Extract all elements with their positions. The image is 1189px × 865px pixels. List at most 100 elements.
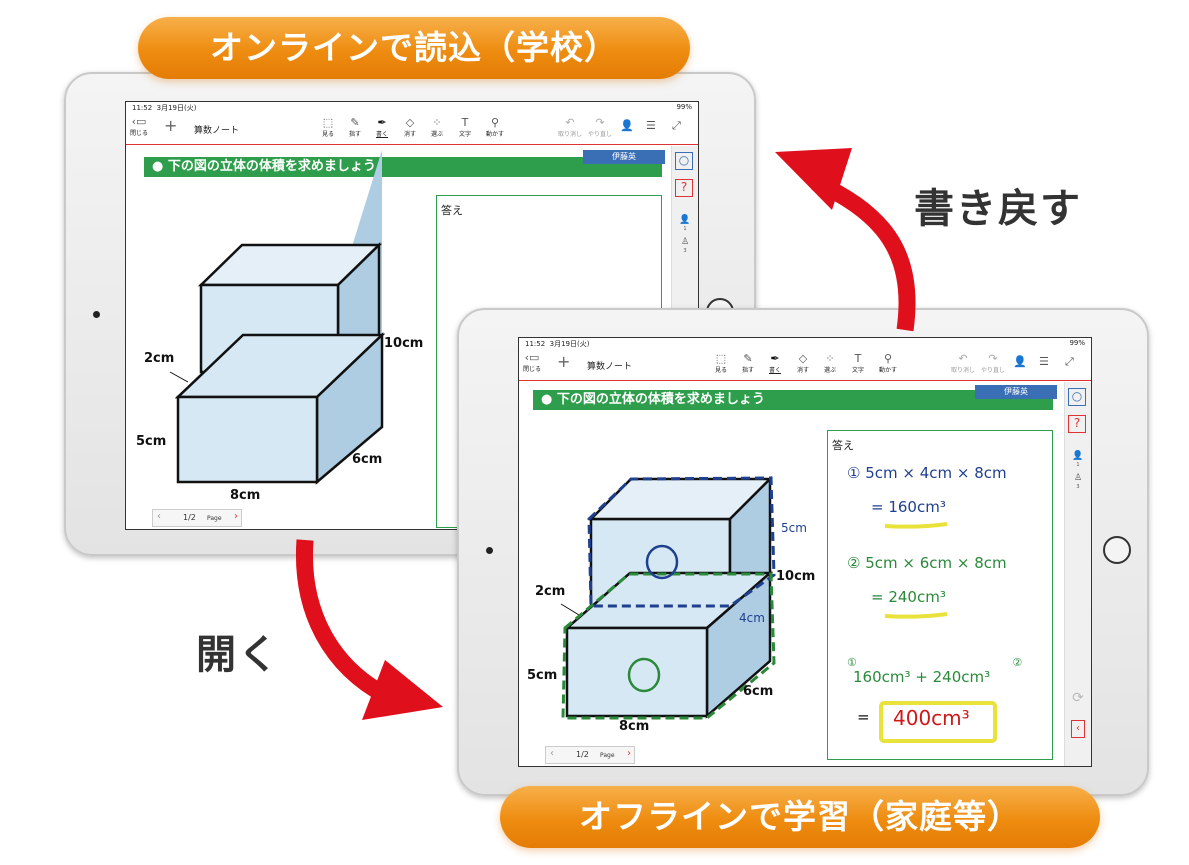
folder-icon: ‹▭ — [131, 115, 147, 128]
question-button[interactable]: ? — [675, 179, 693, 197]
redo-icon: ↷ — [595, 116, 605, 129]
dim-2cm: 2cm — [144, 351, 175, 366]
student-name-tag[interactable]: 伊藤英 — [975, 385, 1057, 399]
redo-icon: ↷ — [988, 352, 998, 365]
close-button[interactable]: ‹▭閉じる — [523, 352, 541, 374]
undo-button[interactable]: ↶ 取り消し — [951, 352, 976, 375]
screen-offline: 11:52 3月19日(火) 99% ‹▭閉じる + 算数ノート ⬚見る ✎指す… — [518, 337, 1092, 767]
open-arrow — [295, 539, 399, 708]
view-icon: ⬚ — [715, 352, 727, 365]
next-page-icon[interactable]: › — [234, 511, 238, 522]
expand-button[interactable]: ⤢ — [672, 120, 681, 132]
status-date: 3月19日(火) — [549, 340, 590, 348]
tool-move[interactable]: ⚲動かす — [486, 117, 505, 139]
tool-view[interactable]: ⬚見る — [715, 352, 727, 375]
page-label: Page — [600, 752, 615, 759]
expand-icon: ⤢ — [1065, 355, 1074, 368]
add-button[interactable]: + — [557, 352, 571, 371]
tool-write[interactable]: ✒書く — [376, 117, 389, 139]
dim-2cm: 2cm — [535, 584, 566, 599]
tool-label: 動かす — [486, 131, 505, 138]
question-button[interactable]: ? — [1068, 415, 1086, 433]
online-label: オンラインで読込（学校） — [138, 17, 690, 79]
menu-button[interactable]: ☰ — [1039, 356, 1049, 368]
count-label: 1 — [1076, 462, 1080, 468]
count-label: 1 — [683, 226, 687, 232]
hand-sum: 160cm³ + 240cm³ — [853, 668, 991, 686]
person-outline-icon: ♙ — [680, 237, 690, 247]
note-title: 算数ノート — [587, 362, 633, 372]
redo-button[interactable]: ↷やり直し — [588, 116, 612, 139]
tool-label: 書く — [376, 131, 389, 138]
pointer-icon: ✎ — [350, 116, 360, 129]
battery-level: 99% — [676, 103, 692, 111]
page-navigator[interactable]: ‹ 1/2 Page › — [152, 509, 242, 527]
tool-view[interactable]: ⬚見る — [322, 117, 335, 139]
tool-label: 動かす — [879, 367, 898, 374]
tool-label: 指す — [349, 131, 362, 138]
home-button[interactable] — [1103, 536, 1131, 564]
select-icon: ⁘ — [432, 116, 442, 129]
undo-label: 取り消し — [951, 367, 976, 374]
tool-point[interactable]: ✎ 指す — [349, 116, 362, 139]
tool-select[interactable]: ⁘選ぶ — [824, 353, 836, 375]
tool-move[interactable]: ⚲動かす — [879, 353, 898, 375]
offline-label: オフラインで学習（家庭等） — [500, 786, 1100, 848]
tool-label: 見る — [322, 131, 335, 138]
text-icon: T — [854, 352, 862, 365]
circle-button[interactable]: ○ — [675, 152, 693, 170]
status-date: 3月19日(火) — [156, 104, 197, 112]
dim-8cm: 8cm — [230, 488, 261, 503]
note-title: 算数ノート — [194, 126, 240, 136]
redo-button[interactable]: ↷ やり直し — [981, 352, 1006, 375]
circle-button[interactable]: ○ — [1068, 388, 1086, 406]
hand-line1: ① 5cm × 4cm × 8cm — [847, 464, 1007, 482]
hand-line2: ② 5cm × 6cm × 8cm — [847, 554, 1007, 572]
solid-figure — [560, 475, 997, 743]
tool-point[interactable]: ✎指す — [742, 352, 754, 375]
undo-button[interactable]: ↶取り消し — [558, 116, 582, 139]
users-button[interactable]: 👤 — [1013, 356, 1027, 368]
tool-select[interactable]: ⁘選ぶ — [431, 116, 443, 139]
page-number: 1/2 — [576, 750, 589, 759]
page-number: 1/2 — [183, 513, 196, 522]
student-name-tag[interactable]: 伊藤英 — [583, 150, 665, 164]
next-page-icon[interactable]: › — [627, 748, 631, 759]
page-navigator[interactable]: ‹ 1/2 Page › — [545, 746, 635, 764]
undo-icon: ↶ — [958, 352, 968, 365]
tool-erase[interactable]: ◇消す — [797, 353, 809, 375]
hand-line1-result: = 160cm³ — [871, 498, 946, 516]
worksheet-title: ● 下の図の立体の体積を求めましょう — [144, 157, 662, 177]
close-label: 閉じる — [130, 130, 149, 137]
count-label: 3 — [1076, 484, 1080, 490]
tool-erase[interactable]: ◇消す — [404, 117, 416, 139]
side-panel: ○ ? 👤1 ♙3 ⟳ ‹ — [1064, 382, 1091, 766]
redo-label: やり直し — [981, 367, 1006, 374]
status-time: 11:52 — [525, 340, 546, 348]
person-count: 👤1 — [1065, 452, 1091, 470]
undo-icon: ↶ — [565, 116, 575, 129]
menu-button[interactable]: ☰ — [646, 120, 656, 132]
pointer-icon: ✎ — [743, 352, 753, 365]
tool-write[interactable]: ✒書く — [769, 353, 782, 375]
write-back-arrowhead — [775, 148, 852, 210]
title-text: 下の図の立体の体積を求めましょう — [167, 159, 376, 174]
close-button[interactable]: ‹▭ 閉じる — [130, 115, 149, 138]
users-icon: 👤 — [620, 119, 634, 132]
write-back-label: 書き戻す — [914, 186, 1082, 232]
sync-icon[interactable]: ⟳ — [1072, 690, 1084, 706]
expand-button[interactable]: ⤢ — [1065, 356, 1074, 368]
tool-label: 書く — [769, 367, 782, 374]
prev-page-icon[interactable]: ‹ — [157, 511, 161, 522]
prev-page-icon[interactable]: ‹ — [550, 748, 554, 759]
open-arrowhead — [362, 660, 443, 720]
collapse-button[interactable]: ‹ — [1071, 720, 1085, 738]
page-label: Page — [207, 515, 222, 522]
person-icon: 👤 — [679, 215, 691, 225]
add-button[interactable]: + — [164, 116, 178, 135]
users-button[interactable]: 👤 — [620, 120, 634, 132]
